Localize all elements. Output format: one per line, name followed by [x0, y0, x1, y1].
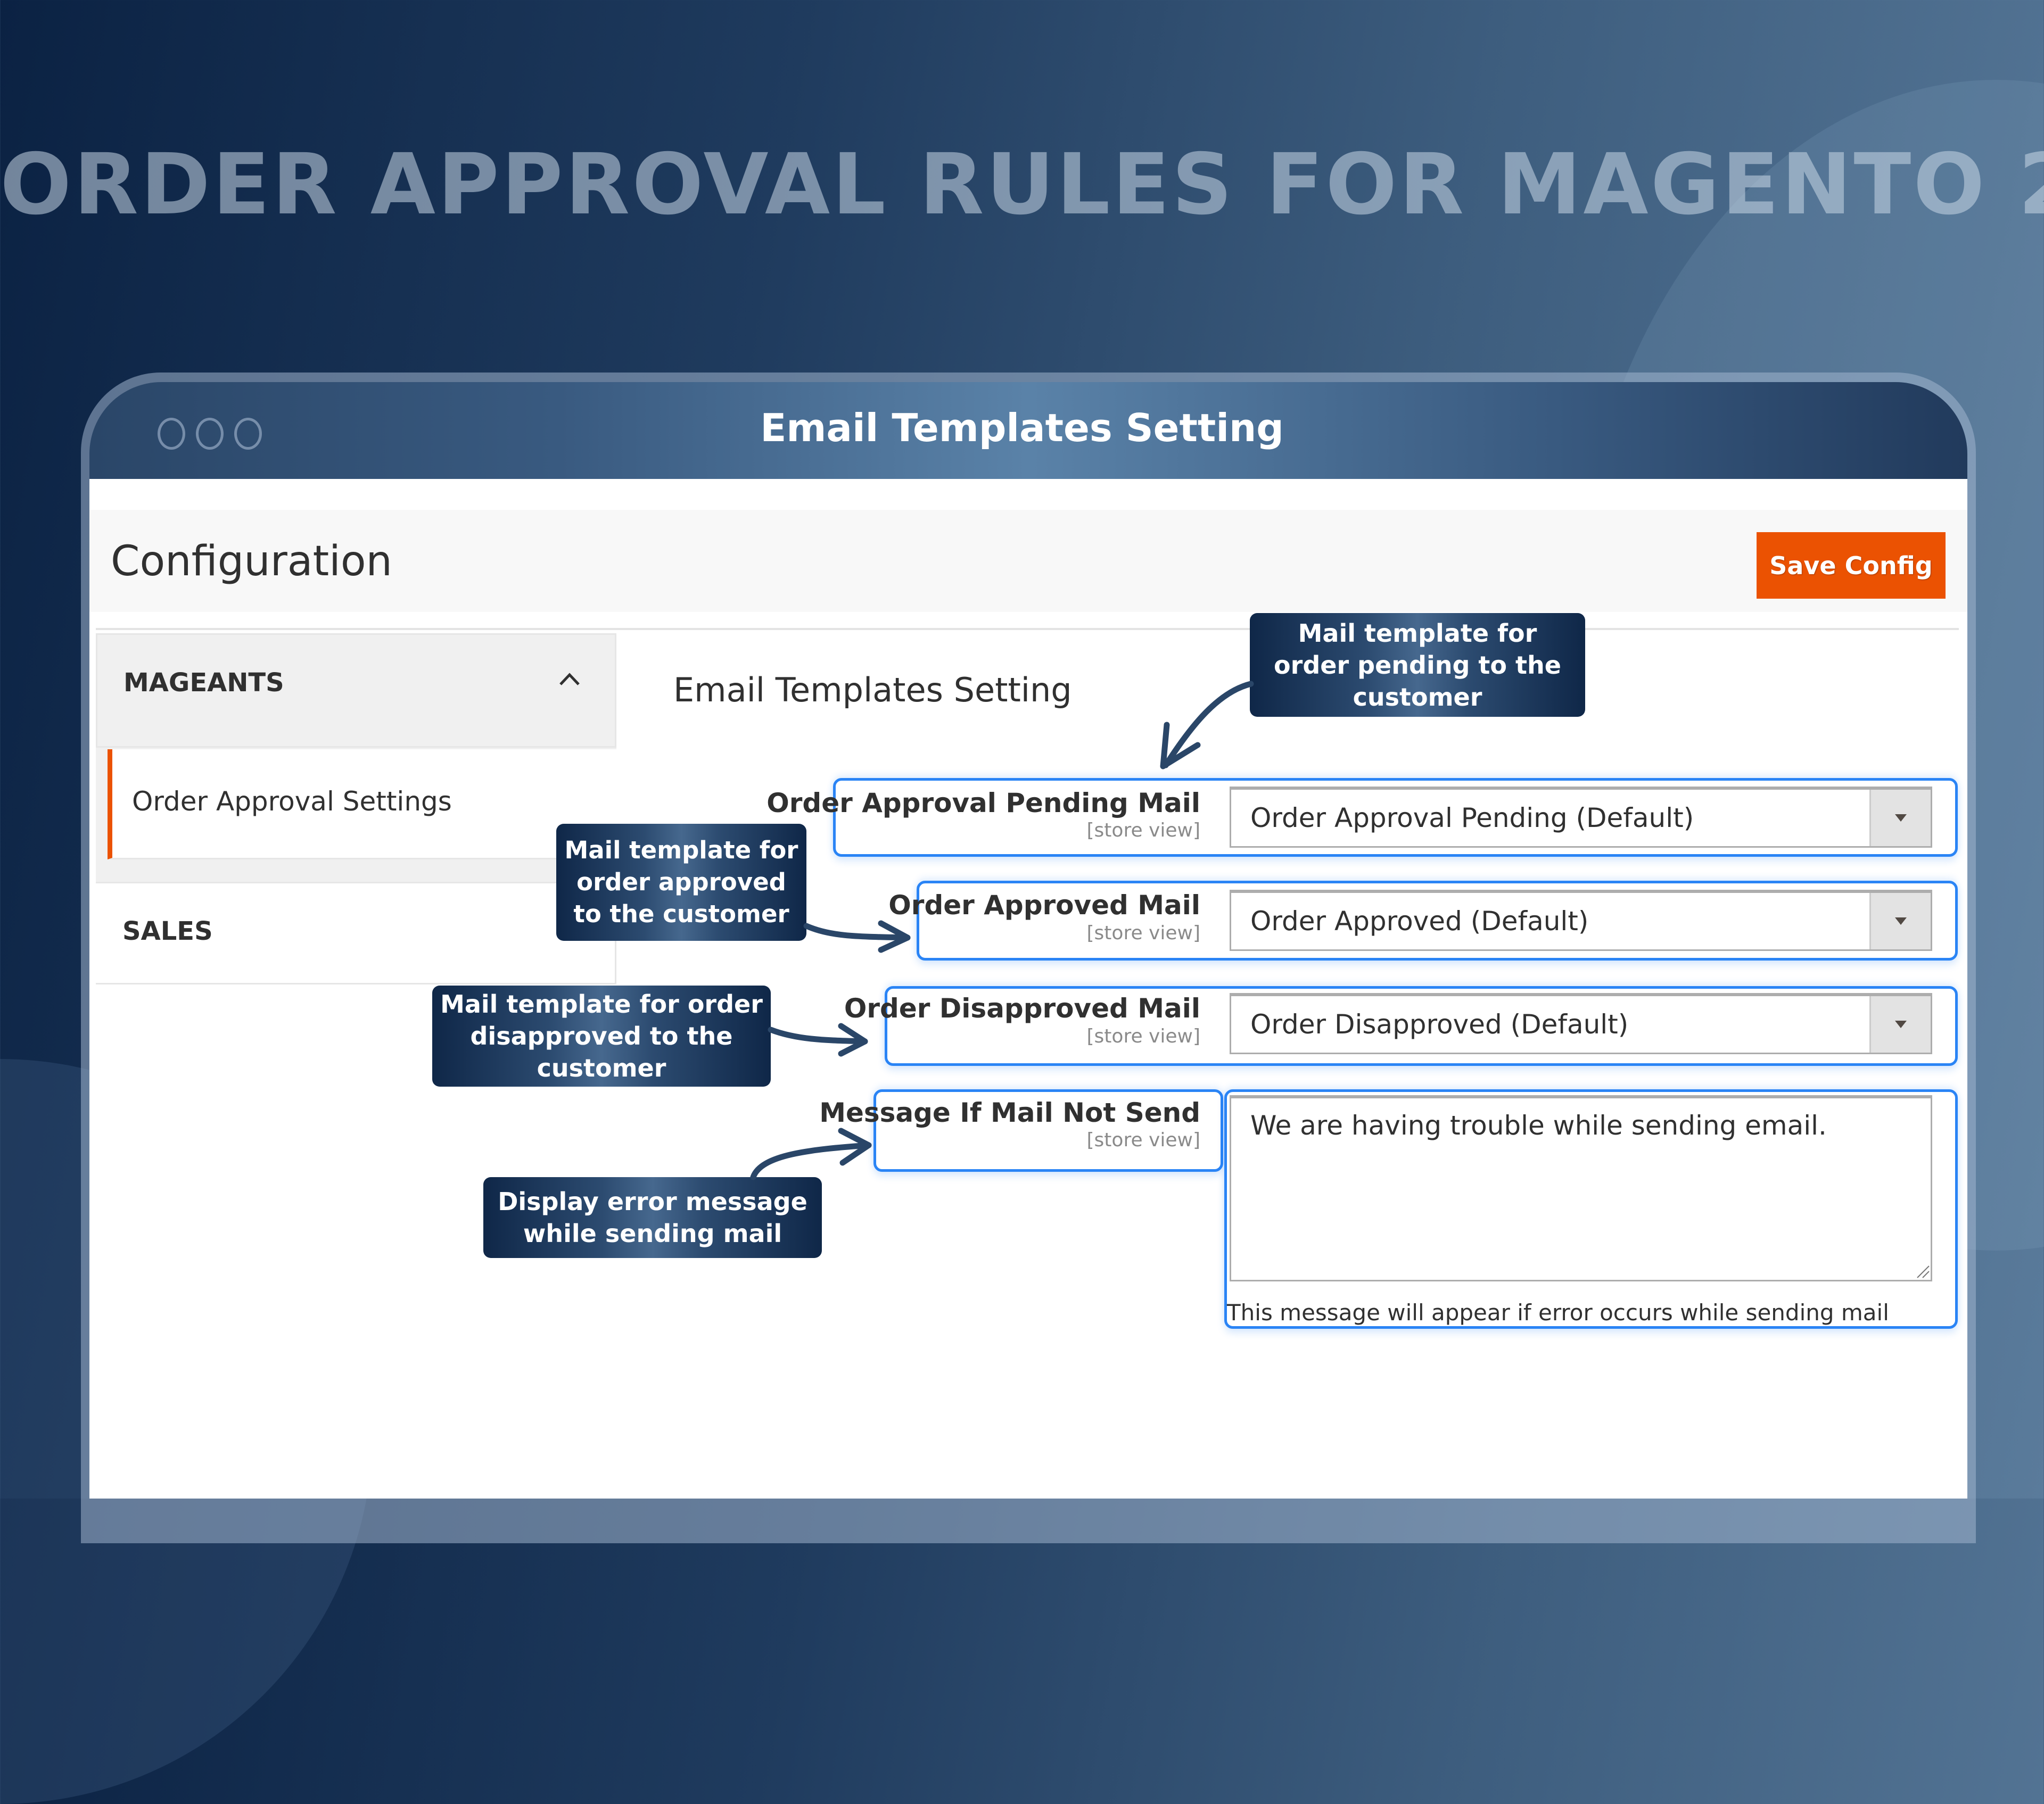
message-if-mail-not-send-textarea[interactable]: We are having trouble while sending emai…	[1230, 1095, 1932, 1281]
window-title: Email Templates Setting	[760, 406, 1284, 450]
select-value: Order Disapproved (Default)	[1250, 1009, 1629, 1040]
callout-pending: Mail template for order pending to the c…	[1250, 613, 1585, 717]
sidebar-group-sales[interactable]	[96, 883, 616, 984]
resize-handle-icon[interactable]	[1915, 1264, 1930, 1279]
sidebar-item-order-approval-settings[interactable]	[108, 749, 616, 859]
order-approved-select[interactable]: Order Approved (Default)	[1230, 890, 1932, 951]
window-dot-icon[interactable]	[234, 418, 262, 450]
field-scope: [store view]	[1086, 820, 1201, 841]
dropdown-arrow-icon[interactable]	[1869, 893, 1931, 949]
select-value: Order Approval Pending (Default)	[1250, 802, 1694, 833]
field-label: Order Disapproved Mail	[844, 993, 1200, 1024]
dropdown-arrow-icon[interactable]	[1869, 790, 1931, 846]
page-header	[89, 510, 1967, 612]
hero-title: ORDER APPROVAL RULES FOR MAGENTO 2	[0, 136, 2044, 234]
field-scope: [store view]	[1086, 1025, 1201, 1047]
field-scope: [store view]	[1086, 922, 1201, 944]
sidebar-item-label: Order Approval Settings	[132, 786, 452, 817]
select-value: Order Approved (Default)	[1250, 906, 1589, 937]
callout-text: Mail template for order approved to the …	[564, 836, 798, 928]
order-approval-pending-select[interactable]: Order Approval Pending (Default)	[1230, 787, 1932, 848]
divider	[96, 628, 1959, 630]
callout-error-message: Display error message while sending mail	[483, 1177, 822, 1258]
window-controls	[158, 418, 262, 450]
callout-disapproved: Mail template for order disapproved to t…	[432, 986, 771, 1087]
chevron-up-icon[interactable]	[556, 666, 583, 693]
callout-text: Display error message while sending mail	[498, 1187, 807, 1248]
page-title: Configuration	[111, 537, 392, 585]
field-note: This message will appear if error occurs…	[1227, 1300, 1889, 1326]
field-label: Message If Mail Not Send	[819, 1097, 1200, 1128]
window-titlebar	[89, 382, 1967, 479]
callout-text: Mail template for order pending to the c…	[1274, 618, 1561, 711]
window-dot-icon[interactable]	[196, 418, 224, 450]
callout-text: Mail template for order disapproved to t…	[440, 990, 763, 1082]
field-row-message-label	[873, 1089, 1223, 1172]
section-title: Email Templates Setting	[673, 671, 1072, 709]
dropdown-arrow-icon[interactable]	[1869, 996, 1931, 1053]
save-config-button[interactable]: Save Config	[1757, 532, 1946, 599]
order-disapproved-select[interactable]: Order Disapproved (Default)	[1230, 993, 1932, 1054]
field-label: Order Approval Pending Mail	[767, 788, 1200, 818]
field-scope: [store view]	[1086, 1129, 1201, 1151]
sidebar-group-mageants[interactable]	[96, 633, 616, 748]
field-label: Order Approved Mail	[888, 890, 1200, 921]
window-dot-icon[interactable]	[158, 418, 185, 450]
callout-approved: Mail template for order approved to the …	[556, 824, 806, 941]
sidebar-group-label: SALES	[122, 916, 213, 946]
sidebar-group-label: MAGEANTS	[123, 668, 284, 698]
